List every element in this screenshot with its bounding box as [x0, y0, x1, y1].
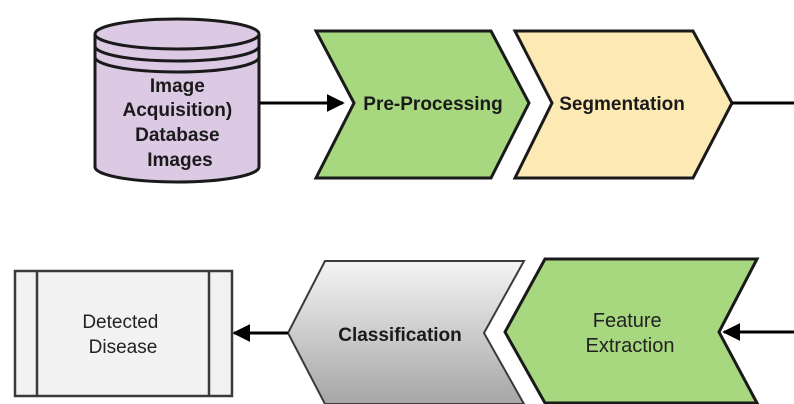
detected-disease-label-line-1: Detected [82, 312, 158, 333]
preprocessing-step: Pre-Processing [313, 29, 531, 180]
classification-step: Classification [286, 260, 526, 404]
svg-text:Detected Disease: Detected Disease [82, 312, 163, 358]
detected-disease-node: Detected Disease [13, 269, 234, 398]
feature-extraction-label-line-2: Extraction [586, 335, 675, 357]
feature-extraction-chevron [503, 257, 760, 404]
database-label-line-3: Database [135, 125, 220, 146]
detected-disease-label-line-2: Disease [89, 337, 158, 358]
feature-extraction-step: Feature Extraction [503, 257, 760, 404]
feature-extraction-label-line-1: Feature [593, 310, 662, 332]
database-label-line-2: Acquisition) [122, 100, 232, 121]
preprocessing-label: Pre-Processing [363, 94, 502, 115]
database-label-line-1: Image [150, 76, 205, 97]
segmentation-chevron [512, 29, 734, 180]
svg-text:Image Acquisition): Image Acquisition) Database Images [122, 76, 237, 171]
database-cylinder-top [93, 17, 261, 51]
classification-label: Classification [338, 325, 462, 346]
database-label-line-4: Images [147, 150, 212, 171]
segmentation-step: Segmentation [512, 29, 734, 180]
detected-disease-box [13, 269, 234, 398]
preprocessing-chevron [313, 29, 531, 180]
segmentation-label: Segmentation [559, 94, 685, 115]
database-node: Image Acquisition) Database Images [93, 17, 261, 184]
database-ring-1 [93, 45, 261, 63]
svg-text:Feature Extraction: Feature Extraction [586, 310, 675, 357]
database-ring-2 [93, 56, 261, 74]
